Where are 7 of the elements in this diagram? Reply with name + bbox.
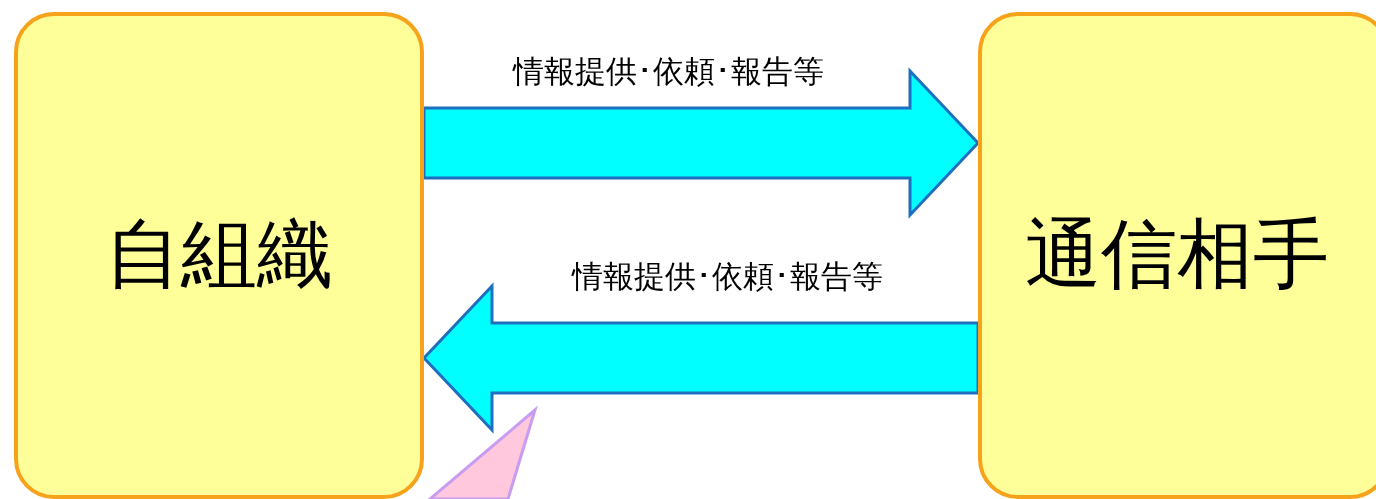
node-label: 通信相手 xyxy=(1025,208,1329,300)
block-arrow xyxy=(421,282,980,434)
organization-box xyxy=(14,12,424,499)
block-arrow xyxy=(422,67,981,219)
node-label: 自組織 xyxy=(105,208,333,300)
callout-tail xyxy=(425,405,538,499)
organization-box xyxy=(978,12,1376,499)
